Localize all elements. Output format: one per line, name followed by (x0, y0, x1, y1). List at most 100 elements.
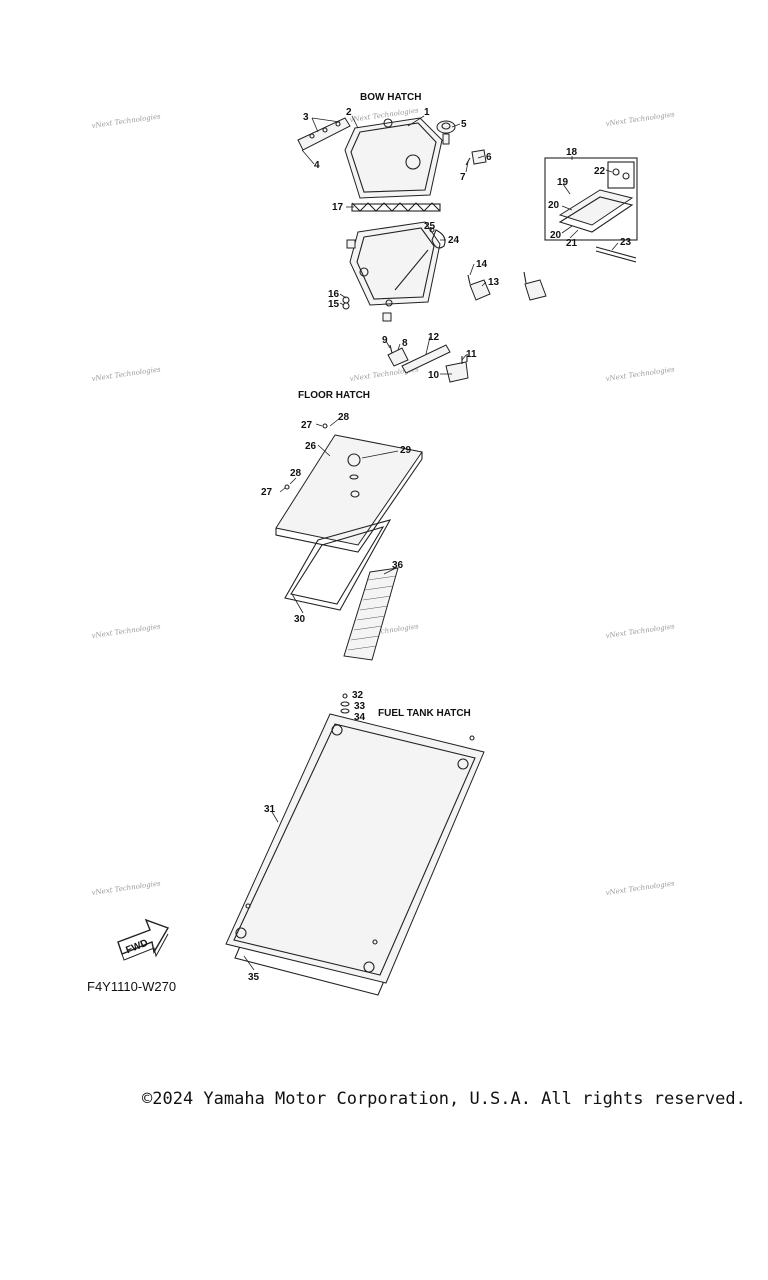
part-number: 27 (261, 487, 273, 498)
latch-part (383, 118, 393, 128)
fuel-hatch-lid-part (225, 713, 485, 984)
strap-part (595, 250, 637, 263)
storage-tray-part (558, 189, 634, 226)
bolt-part (245, 903, 251, 909)
part-number: 36 (392, 560, 404, 571)
screw-part (389, 344, 393, 354)
fwd-arrow-icon: FWD (117, 918, 170, 961)
part-number: 6 (486, 152, 492, 163)
bow-hatch-lid-part (344, 117, 443, 199)
part-number: 2 (346, 107, 352, 118)
fastener-part (385, 299, 393, 307)
knob-part (436, 120, 456, 134)
o-ring-part (350, 490, 360, 498)
bolt-part (372, 939, 378, 945)
part-number: 12 (428, 332, 440, 343)
bolt-part (469, 735, 475, 741)
bolt-hole-part (457, 758, 469, 770)
bow-hatch-frame-part (349, 221, 441, 306)
latch-assembly-part (469, 279, 491, 301)
part-number: 22 (594, 166, 606, 177)
bumper-part (382, 312, 392, 322)
part-number: 28 (338, 412, 350, 423)
part-number: 11 (466, 349, 477, 360)
nut-part (342, 302, 350, 310)
part-number: 33 (354, 701, 366, 712)
part-number: 7 (460, 172, 466, 183)
part-number: 5 (461, 119, 467, 130)
bolt-part (309, 133, 315, 139)
latch-assembly-part (524, 279, 547, 301)
fastener-part (359, 267, 369, 277)
leader-lines (243, 115, 619, 971)
part-number: 32 (352, 690, 364, 701)
lanyard-clip-part (429, 227, 435, 233)
strut-bracket-part (445, 361, 469, 383)
watermark: vNext Technologies (91, 622, 161, 640)
bumper-part (346, 239, 356, 249)
nut-part (612, 168, 620, 176)
washer-part (340, 701, 350, 707)
part-number: 4 (314, 160, 320, 171)
bolt-part (322, 127, 328, 133)
part-number-labels: 1 2 3 4 5 6 7 8 9 10 11 12 13 14 15 16 1… (248, 107, 632, 983)
section-title-floor-hatch: FLOOR HATCH (298, 390, 370, 401)
screw-part (523, 271, 527, 284)
part-number: 23 (620, 237, 632, 248)
bolt-hole-part (235, 927, 247, 939)
screw-part (465, 157, 471, 166)
part-number: 26 (305, 441, 317, 452)
part-number: 28 (290, 468, 302, 479)
floor-hatch-gasket-inner (290, 526, 385, 605)
watermark: vNext Technologies (91, 879, 161, 897)
part-number: 30 (294, 614, 306, 625)
floor-hatch-group (275, 423, 423, 661)
part-number: 20 (550, 230, 562, 241)
bow-hatch-lid-rim (350, 122, 437, 193)
fuel-hatch-lid-inner (233, 723, 476, 976)
bolt-part (322, 423, 328, 429)
gas-strut-part (394, 249, 429, 291)
part-number: 10 (428, 370, 440, 381)
part-number: 21 (566, 238, 578, 249)
part-number: 3 (303, 112, 309, 123)
seal-strip-base (351, 203, 441, 212)
nut-part (622, 172, 630, 180)
part-number: 25 (424, 221, 436, 232)
section-title-fuel-tank-hatch: FUEL TANK HATCH (378, 708, 471, 719)
floor-hatch-lid-edge (275, 452, 423, 553)
part-number: 8 (402, 338, 408, 349)
watermark: vNext Technologies (605, 879, 675, 897)
watermark: vNext Technologies (605, 365, 675, 383)
part-number: 17 (332, 202, 344, 213)
bolt-hole-part (363, 961, 375, 973)
knob-part (347, 453, 361, 467)
part-number: 29 (400, 445, 412, 456)
knob-stem-part (442, 133, 450, 145)
diagram-code: F4Y1110-W270 (87, 979, 176, 994)
part-number: 18 (566, 147, 578, 158)
part-number: 34 (354, 712, 366, 723)
part-number: 9 (382, 335, 388, 346)
watermark: vNext Technologies (91, 365, 161, 383)
floor-hatch-lid-part (275, 434, 423, 546)
strut-bracket-part (387, 347, 409, 367)
gas-strut-part (401, 344, 451, 374)
strap-part (595, 246, 637, 259)
storage-kit-inset (607, 161, 635, 189)
floor-mat-texture (347, 575, 397, 651)
part-number: 20 (548, 200, 560, 211)
bolt-part (284, 484, 290, 490)
watermark: vNext Technologies (91, 112, 161, 130)
cap-part (405, 154, 421, 170)
part-number: 27 (301, 420, 313, 431)
part-number: 1 (424, 107, 430, 118)
part-number: 24 (448, 235, 460, 246)
part-number: 13 (488, 277, 500, 288)
storage-tray-rail (558, 196, 634, 233)
bolt-part (342, 693, 348, 699)
section-title-bow-hatch: BOW HATCH (360, 92, 421, 103)
part-number: 15 (328, 299, 340, 310)
watermark: vNext Technologies (605, 622, 675, 640)
